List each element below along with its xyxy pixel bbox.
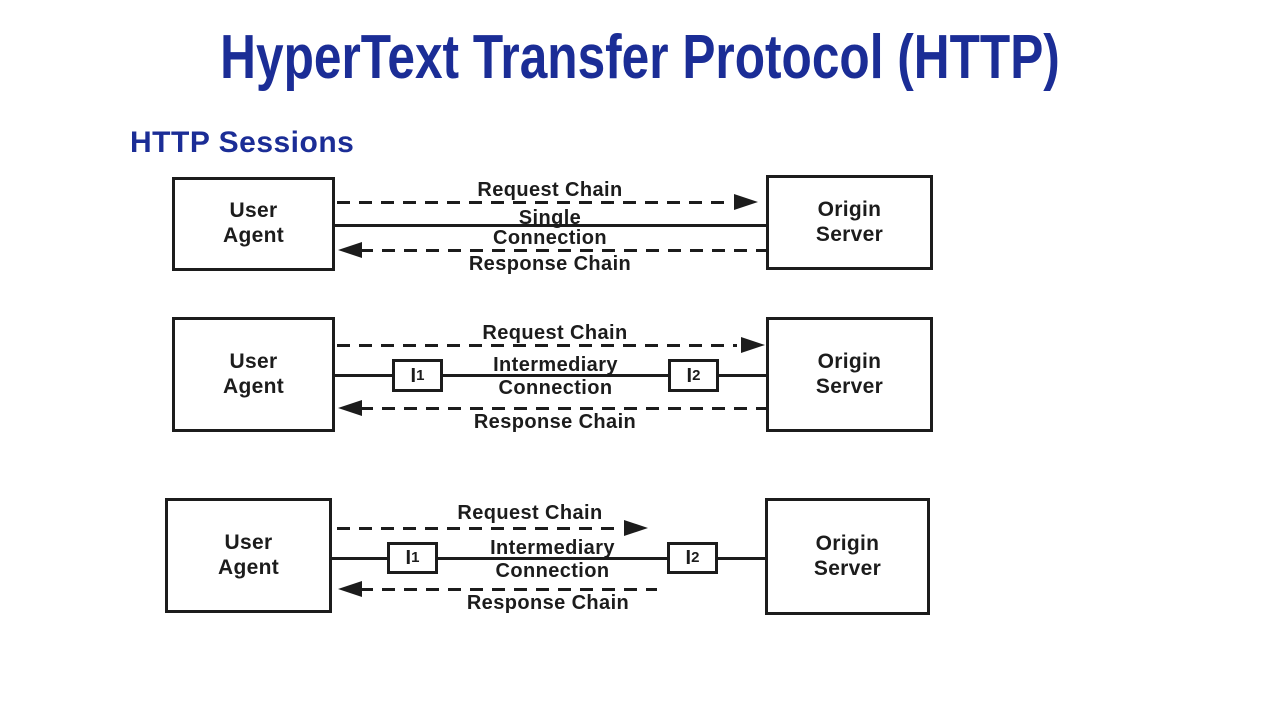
origin-server-box: Origin Server (766, 317, 933, 432)
request-chain-label: Request Chain (477, 179, 623, 201)
origin-server-label-line2: Server (813, 556, 882, 580)
request-arrowhead-icon (741, 337, 765, 353)
user-agent-label-line2: Agent (223, 374, 284, 398)
intermediary-connection-line (332, 557, 765, 560)
connection-label-line1: Intermediary (493, 354, 618, 376)
user-agent-box: User Agent (172, 317, 335, 432)
response-arrowhead-icon (338, 581, 362, 597)
origin-server-label-line1: Origin (817, 349, 882, 373)
single-connection-line (335, 224, 766, 227)
user-agent-box: User Agent (165, 498, 332, 613)
response-chain-label: Response Chain (473, 411, 637, 433)
response-chain-label: Response Chain (466, 592, 630, 614)
diagram-single-connection: User Agent Origin Server Request Chain S… (0, 175, 1280, 280)
intermediary-i2-label: I (686, 364, 693, 387)
origin-server-label-line2: Server (815, 222, 884, 246)
user-agent-label-line2: Agent (218, 555, 279, 579)
request-chain-dashed-line (337, 344, 737, 347)
intermediary-i1-label: I (405, 547, 412, 569)
origin-server-label-line1: Origin (815, 531, 880, 555)
page-title: HyperText Transfer Protocol (HTTP) (220, 23, 1060, 92)
origin-server-label-line2: Server (815, 374, 884, 398)
user-agent-label-line2: Agent (223, 224, 284, 247)
origin-server-box: Origin Server (765, 498, 930, 615)
connection-label-line1: Single (518, 207, 582, 229)
response-arrowhead-icon (338, 400, 362, 416)
intermediary-i2-label: I (685, 547, 692, 569)
connection-label-line1: Intermediary (490, 537, 615, 559)
request-chain-dashed-line (337, 527, 620, 530)
response-chain-dashed-line (360, 249, 766, 252)
response-chain-dashed-line (360, 588, 657, 591)
connection-label-line2: Connection (495, 560, 610, 582)
intermediary-connection-line (335, 374, 766, 377)
user-agent-label-line1: User (229, 199, 278, 223)
request-arrowhead-icon (734, 194, 758, 210)
response-arrowhead-icon (338, 242, 362, 258)
request-chain-label: Request Chain (457, 502, 603, 524)
intermediary-i1-label: I (410, 364, 417, 387)
user-agent-label-line1: User (224, 530, 273, 554)
response-chain-label: Response Chain (468, 253, 632, 275)
section-heading: HTTP Sessions (130, 126, 355, 159)
user-agent-box: User Agent (172, 177, 335, 271)
response-chain-dashed-line (360, 407, 766, 410)
diagram-intermediary-cached: User Agent Origin Server Request Chain I… (0, 496, 1280, 621)
diagram-intermediary-connection: User Agent Origin Server Request Chain I… (0, 315, 1280, 440)
request-chain-dashed-line (337, 201, 730, 204)
request-arrowhead-icon (624, 520, 648, 536)
user-agent-label-line1: User (229, 349, 278, 373)
request-chain-label: Request Chain (482, 322, 628, 344)
origin-server-box: Origin Server (766, 175, 933, 270)
connection-label-line2: Connection (493, 227, 607, 249)
connection-label-line2: Connection (498, 377, 613, 399)
origin-server-label-line1: Origin (817, 197, 882, 221)
